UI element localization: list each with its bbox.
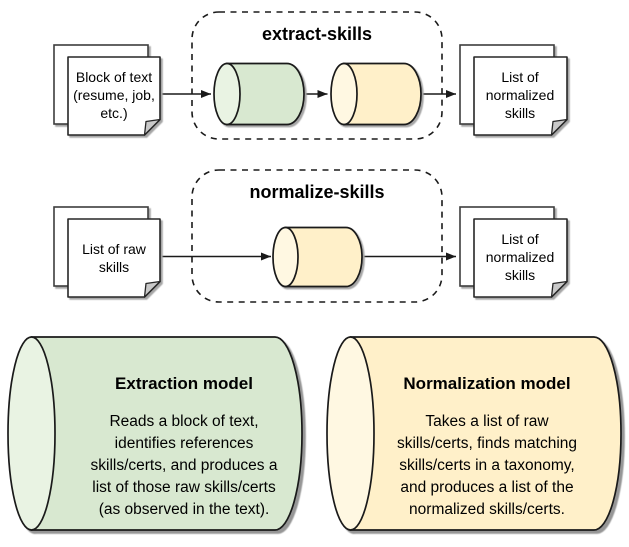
document-fold-corner [143,118,161,136]
cylinder-body [30,336,303,531]
cylinder-cap [213,62,241,126]
model-desc-line: and produces a list of the [400,479,573,496]
doc-text-line: List of raw [82,241,147,257]
input-document-block-of-text: Block of text (resume, job, etc.) [53,44,161,136]
cylinder-cap [7,336,56,531]
normalization-model-cylinder-small-2 [272,226,363,288]
normalize-skills-pipeline-box [191,169,443,303]
cylinder-body [284,226,363,288]
cylinder-body [349,336,622,531]
model-desc-line: skills/certs in a taxonomy, [399,457,574,474]
pipeline-label: normalize-skills [249,182,384,202]
model-desc-line: Takes a list of raw [425,413,549,430]
output-document-normalized-skills-2: List of normalized skills [459,206,568,298]
extraction-model-legend-cylinder: Extraction model Reads a block of text, … [7,336,303,531]
cylinder-body [226,62,305,126]
doc-text-line: normalized [486,249,554,265]
model-desc-line: identifies references [115,435,254,452]
document-fold-corner [550,118,568,136]
cylinder-cap [330,62,358,126]
document-fold-corner [550,280,568,298]
pipeline-label: extract-skills [262,24,372,44]
model-desc-line: (as observed in the text). [99,501,270,518]
doc-text-line: skills [505,267,535,283]
normalization-model-legend-cylinder: Normalization model Takes a list of raw … [326,336,622,531]
model-title: Normalization model [403,374,570,393]
cylinder-body [343,62,422,126]
model-desc-line: skills/certs, finds matching [397,435,577,452]
input-document-raw-skills: List of raw skills [53,206,161,298]
doc-text-line: List of [501,231,538,247]
doc-text-line: (resume, job, [73,87,155,103]
output-document-normalized-skills: List of normalized skills [459,44,568,136]
document-fold-corner [143,280,161,298]
model-desc-line: skills/certs, and produces a [91,457,278,474]
cylinder-cap [326,336,375,531]
extract-skills-pipeline-box [191,11,443,140]
model-desc-line: Reads a block of text, [109,413,258,430]
doc-text-line: List of [501,69,538,85]
extraction-model-cylinder-small [213,62,305,126]
doc-text-line: normalized [486,87,554,103]
doc-text-line: skills [99,259,129,275]
normalization-model-cylinder-small [330,62,422,126]
model-title: Extraction model [115,374,253,393]
model-desc-line: list of those raw skills/certs [92,479,276,496]
doc-text-line: Block of text [76,69,152,85]
cylinder-cap [272,226,299,288]
model-desc-line: normalized skills/certs. [409,501,565,518]
doc-text-line: etc.) [100,105,127,121]
doc-text-line: skills [505,105,535,121]
